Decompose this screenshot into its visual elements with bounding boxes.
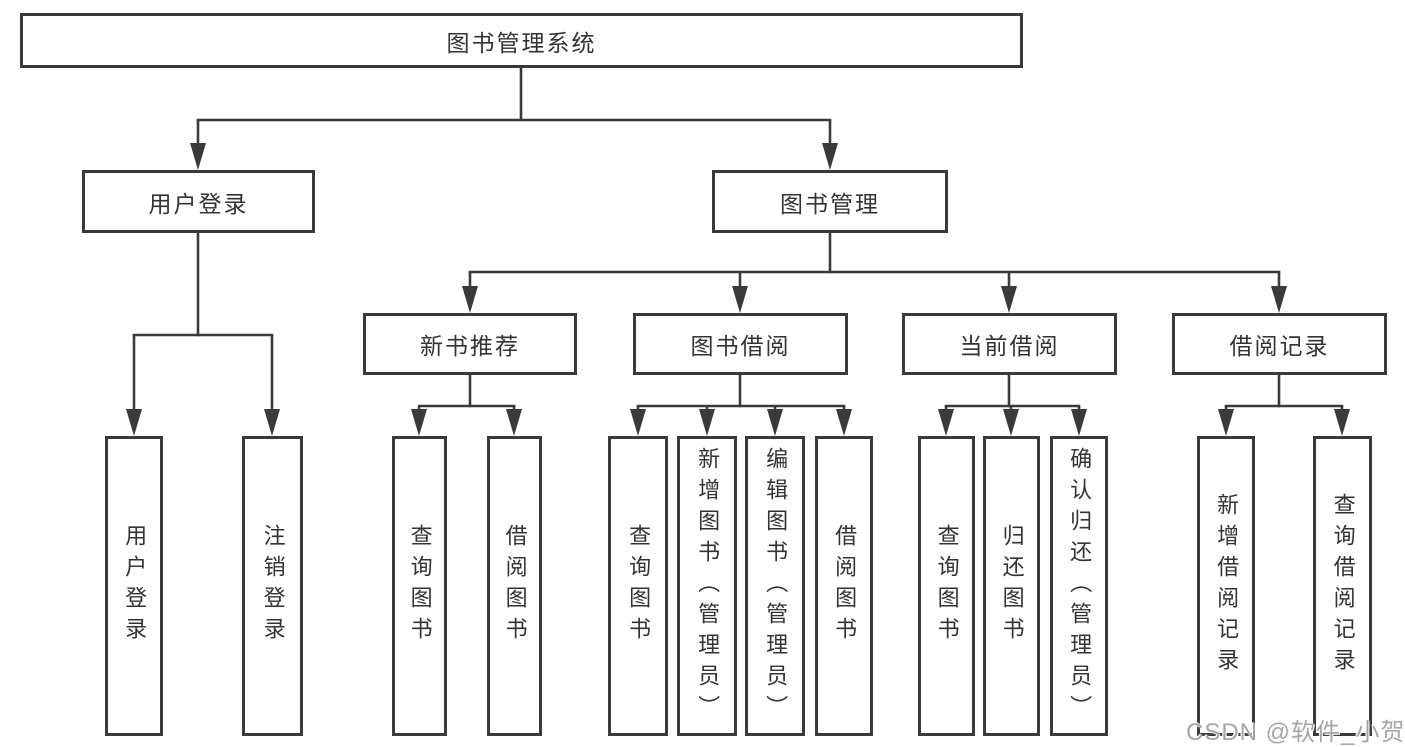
leaf-borrow-book-2: 借阅图书 [815, 436, 873, 736]
leaf-label: 查询借阅记录 [1330, 493, 1356, 679]
leaf-label: 用户登录 [122, 524, 148, 648]
leaf-return-book: 归还图书 [983, 436, 1040, 736]
leaf-user-login: 用户登录 [105, 436, 163, 736]
leaf-confirm-return-admin: 确认归还（管理员） [1050, 436, 1108, 736]
node-user-login: 用户登录 [82, 170, 315, 233]
leaf-label: 查询图书 [407, 524, 433, 648]
node-library-system: 图书管理系统 [20, 13, 1023, 68]
leaf-add-borrow-record: 新增借阅记录 [1197, 436, 1255, 736]
node-book-management: 图书管理 [712, 170, 948, 233]
node-book-borrow: 图书借阅 [633, 313, 848, 375]
node-borrow-record: 借阅记录 [1172, 313, 1387, 375]
node-new-book-recommend: 新书推荐 [363, 313, 577, 375]
leaf-label: 编辑图书（管理员） [763, 446, 789, 726]
leaf-query-book-2: 查询图书 [608, 436, 668, 736]
leaf-logout: 注销登录 [242, 436, 303, 736]
leaf-borrow-book-1: 借阅图书 [487, 436, 542, 736]
leaf-label: 注销登录 [260, 524, 286, 648]
leaf-query-book-3: 查询图书 [918, 436, 975, 736]
leaf-add-book-admin: 新增图书（管理员） [677, 436, 737, 736]
node-current-borrow: 当前借阅 [902, 313, 1117, 375]
leaf-edit-book-admin: 编辑图书（管理员） [745, 436, 805, 736]
leaf-label: 归还图书 [999, 524, 1025, 648]
leaf-query-borrow-record: 查询借阅记录 [1313, 436, 1372, 736]
arrowheads [126, 143, 1350, 436]
leaf-query-book-1: 查询图书 [392, 436, 447, 736]
leaf-label: 新增借阅记录 [1214, 493, 1240, 679]
leaf-label: 查询图书 [626, 524, 652, 648]
csdn-watermark: CSDN @软件_小贺同学 [1186, 719, 1405, 746]
leaf-label: 查询图书 [934, 524, 960, 648]
leaf-label: 新增图书（管理员） [695, 446, 721, 726]
leaf-label: 借阅图书 [502, 524, 528, 648]
leaf-label: 确认归还（管理员） [1067, 446, 1093, 726]
leaf-label: 借阅图书 [832, 524, 858, 648]
